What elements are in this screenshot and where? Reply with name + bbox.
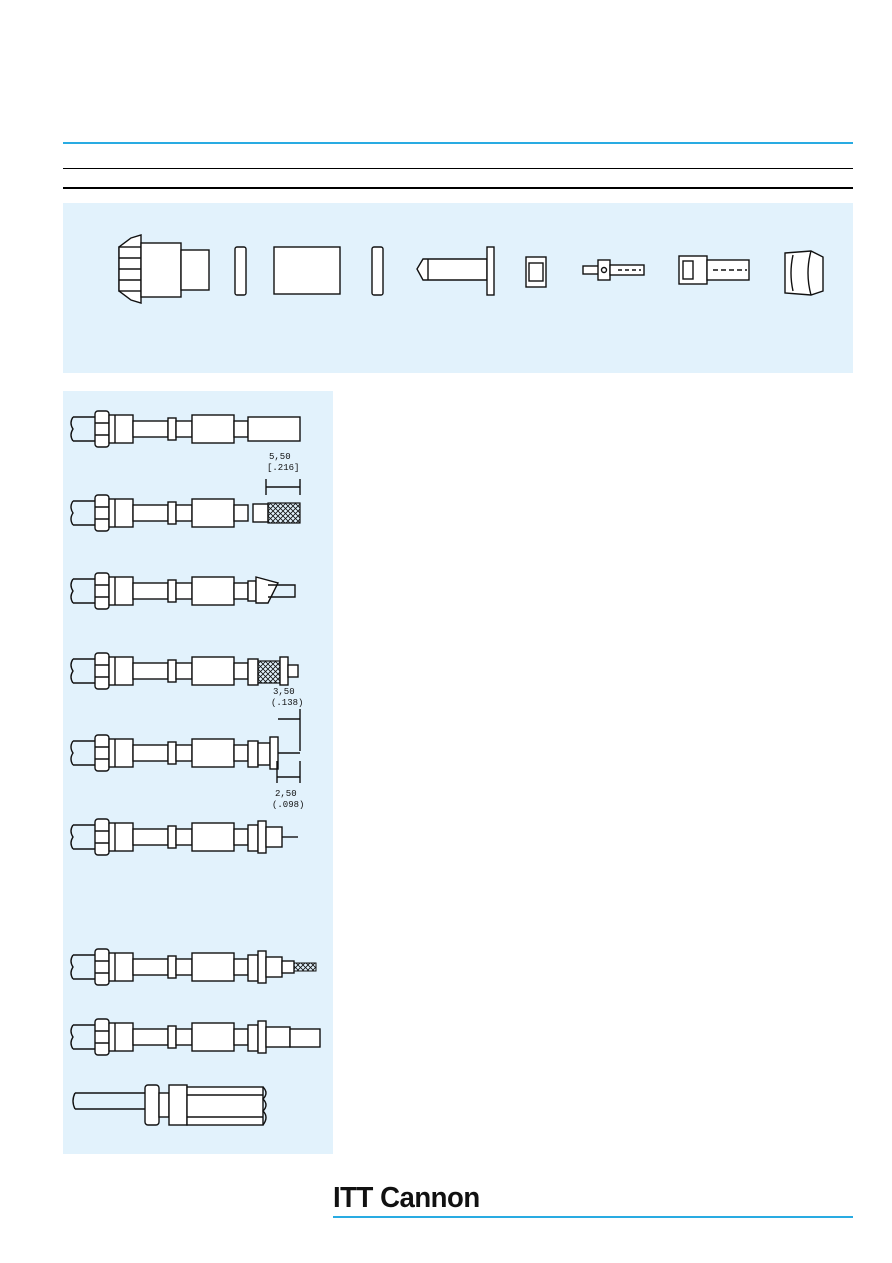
assembly-steps-panel: 5,50 [.216] 3,50 (.138 <box>63 391 333 1154</box>
coupling-nut-icon <box>784 250 824 296</box>
assembly-drawing: 5,50 [.216] 3,50 (.138 <box>70 410 321 1126</box>
dim-conductor-mm: 2,50 <box>275 789 297 799</box>
contact-pin-icon <box>416 246 495 296</box>
header-rule-thick <box>63 187 853 189</box>
dim-conductor-inch: (.098) <box>272 800 304 810</box>
dim-dielectric-mm: 3,50 <box>273 687 295 697</box>
washer-icon <box>371 246 384 296</box>
hex-nut-icon <box>118 234 210 304</box>
assembly-step-5: 3,50 (.138) 2,50 (.098) <box>70 687 304 810</box>
parts-panel <box>63 203 853 373</box>
dim-braid-trim-mm: 5,50 <box>269 452 291 462</box>
washer-icon <box>234 246 247 296</box>
assembly-step-1 <box>70 410 301 448</box>
assembly-step-3 <box>70 572 296 610</box>
dim-dielectric-inch: (.138) <box>271 698 303 708</box>
header-rule-thin <box>63 168 853 169</box>
parts-drawing <box>118 234 824 304</box>
ferrule-icon <box>525 256 547 288</box>
assembly-step-4 <box>70 652 299 690</box>
contact-icon <box>582 259 645 281</box>
sleeve-icon <box>273 246 341 295</box>
assembly-step-6 <box>70 818 298 856</box>
top-accent-rule <box>63 142 853 144</box>
crimp-sleeve-icon <box>678 255 750 285</box>
brand-logo: ITT Cannon <box>333 1182 480 1214</box>
assembly-step-8 <box>70 1018 321 1056</box>
assembly-step-9 <box>72 1084 267 1126</box>
assembly-step-7 <box>70 948 317 986</box>
assembly-step-2: 5,50 [.216] <box>70 452 301 532</box>
footer-accent-rule <box>333 1216 853 1218</box>
dim-braid-trim-inch: [.216] <box>267 463 299 473</box>
